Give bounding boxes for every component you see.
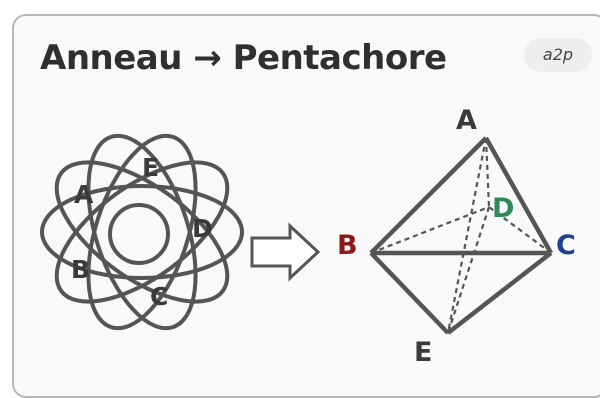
ring-label-a: A	[74, 180, 94, 209]
edge-a-b	[369, 136, 488, 255]
edge-b-e	[369, 251, 450, 335]
pentachore-solid-edges	[369, 136, 553, 335]
pentachore-figure	[369, 136, 553, 335]
edge-a-c	[484, 136, 553, 255]
vertex-label-e: E	[414, 337, 432, 368]
transform-arrow-icon	[250, 222, 321, 282]
edge-a-e	[446, 137, 488, 334]
vertex-label-b: B	[337, 230, 358, 261]
ring-ellipse-4	[86, 133, 198, 331]
page-title: Anneau → Pentachore	[40, 38, 447, 78]
edge-d-e	[446, 206, 491, 334]
ring-figure	[40, 133, 244, 331]
ring-ellipse-5	[54, 160, 230, 304]
ring-center-circle	[108, 203, 170, 265]
diagram-card	[12, 14, 600, 398]
edge-b-d	[370, 205, 490, 255]
pentachore-hidden-edges	[370, 137, 552, 334]
ring-label-c: C	[150, 282, 168, 311]
ring-label-e: E	[142, 153, 159, 182]
vertex-label-a: A	[456, 105, 477, 136]
id-badge: a2p	[524, 38, 592, 72]
edge-c-d	[488, 206, 552, 254]
ring-ellipse-2	[54, 160, 230, 304]
ring-label-d: D	[192, 214, 213, 243]
vertex-label-c: C	[556, 230, 576, 261]
ring-labels: A E D B C	[71, 153, 213, 311]
ring-label-b: B	[71, 255, 90, 284]
ring-ellipse-3	[86, 133, 198, 331]
pentachore-labels: A B C D E	[337, 105, 576, 368]
ring-to-pentachore-diagram: A E D B C A B C D E	[40, 105, 576, 368]
ring-ellipse-1	[40, 184, 244, 280]
vertex-label-d: D	[492, 193, 514, 224]
edge-a-d	[484, 137, 491, 208]
edge-c-e	[446, 251, 553, 335]
